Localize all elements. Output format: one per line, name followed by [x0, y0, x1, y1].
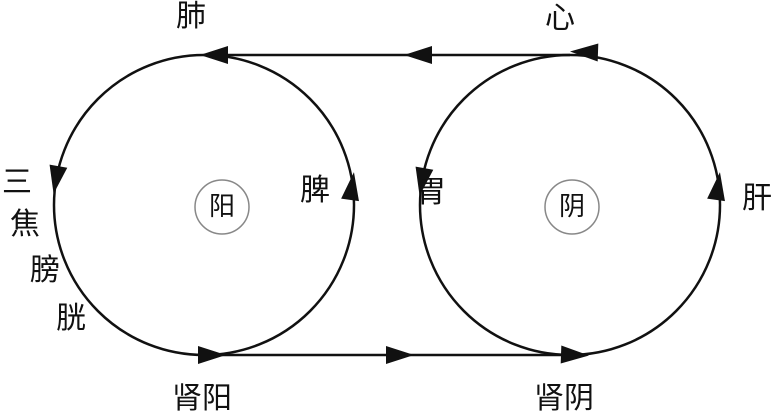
sanjiao-label-2: 焦 — [10, 207, 40, 242]
bladder-label-2: 胱 — [56, 301, 86, 336]
yang-inner-circle — [194, 179, 250, 235]
arrow-right-top — [569, 42, 599, 62]
arrow-left-top — [200, 46, 228, 64]
arrow-left-left — [44, 164, 68, 196]
spleen-label: 脾 — [300, 173, 330, 208]
arrow-top-line — [404, 46, 432, 64]
arrow-right-bottom — [560, 345, 590, 365]
yin-label: 阴 — [558, 192, 586, 222]
lung-label: 肺 — [176, 0, 206, 34]
yang-label: 阳 — [208, 192, 236, 222]
arrow-left-bottom — [198, 346, 226, 364]
liver-label: 肝 — [742, 181, 772, 216]
kidney-yin-label: 肾阴 — [534, 381, 594, 416]
sanjiao-label-1: 三 — [2, 165, 32, 200]
yin-inner-circle — [544, 179, 600, 235]
bladder-label-1: 膀 — [30, 253, 60, 288]
arrow-bottom-line — [386, 346, 414, 364]
stomach-label: 胃 — [416, 175, 446, 210]
kidney-yang-label: 肾阳 — [172, 381, 232, 416]
heart-label: 心 — [545, 1, 575, 36]
